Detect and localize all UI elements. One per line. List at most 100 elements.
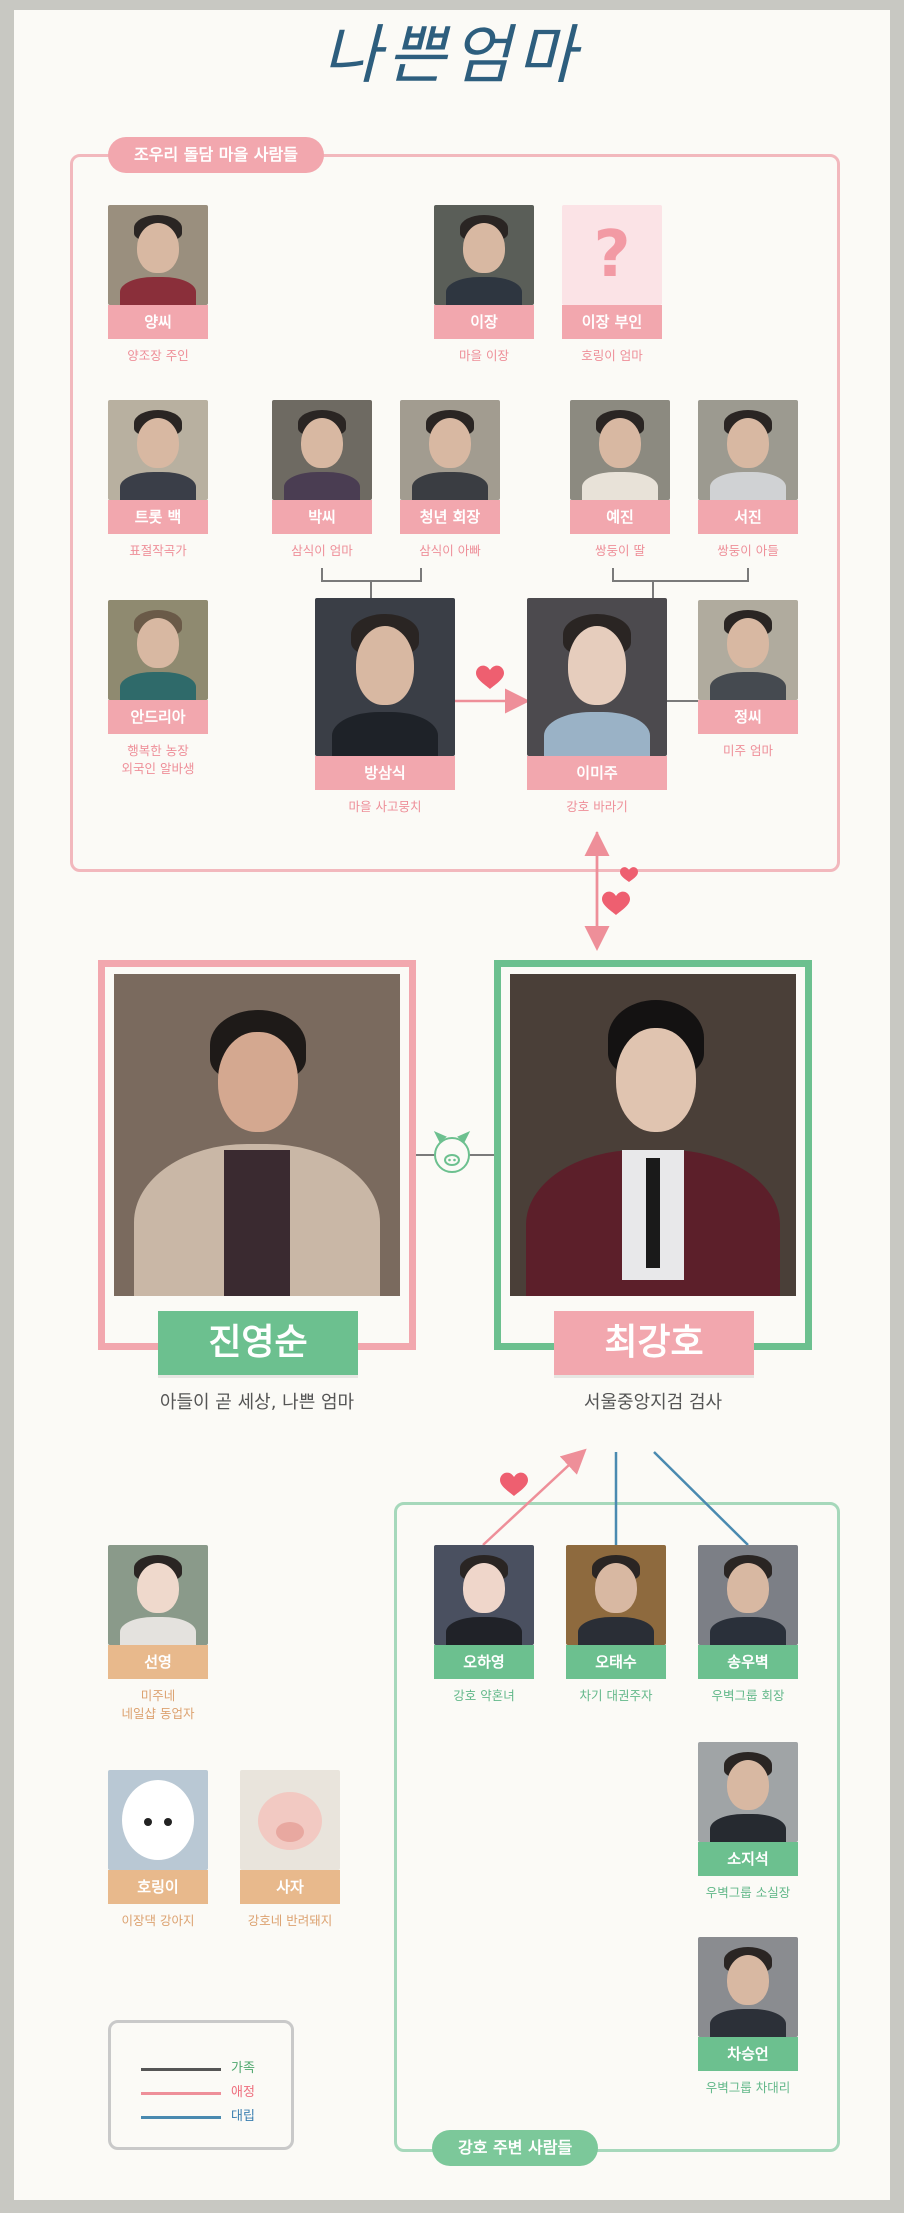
character-name: 선영 [108,1645,208,1679]
portrait-icon [510,974,796,1296]
legend-item-love: 애정 [141,2083,281,2103]
lead-name: 최강호 [554,1311,754,1375]
character-desc: 강호 약혼녀 [453,1688,515,1703]
portrait-icon [108,205,208,305]
character-card[interactable]: 차승언 우벽그룹 차대리 [698,1937,798,2097]
character-card[interactable]: 청년 회장 삼식이 아빠 [400,400,500,560]
lead-card-jin-youngsoon[interactable]: 진영순 아들이 곧 세상, 나쁜 엄마 [98,960,416,1413]
character-desc: 미주 엄마 [723,743,773,758]
character-desc: 마을 이장 [459,348,509,363]
heart-icon [500,1472,528,1496]
character-name: 오태수 [566,1645,666,1679]
character-name: 박씨 [272,500,372,534]
portrait-icon [315,598,455,756]
character-name: 청년 회장 [400,500,500,534]
character-card[interactable]: 소지석 우벽그룹 소실장 [698,1742,798,1902]
portrait-icon [434,1545,534,1645]
character-desc: 우벽그룹 소실장 [705,1885,791,1900]
character-desc: 마을 사고뭉치 [348,799,422,814]
character-name: 방삼식 [315,756,455,790]
character-desc: 강호 바라기 [566,799,628,814]
character-desc: 삼식이 아빠 [419,543,481,558]
pig-photo-icon [240,1770,340,1870]
lead-desc: 아들이 곧 세상, 나쁜 엄마 [159,1392,355,1413]
heart-icon [476,665,504,689]
character-desc: 강호네 반려돼지 [247,1913,333,1928]
character-card[interactable]: 선영 미주네 네일샵 동업자 [108,1545,208,1723]
character-desc: 우벽그룹 차대리 [705,2080,791,2095]
lead-desc: 서울중앙지검 검사 [583,1392,723,1413]
character-card[interactable]: 양씨 양조장 주인 [108,205,208,365]
lead-name: 진영순 [158,1311,358,1375]
family-line-twins [612,568,749,582]
village-frame [70,154,840,872]
character-card[interactable]: 박씨 삼식이 엄마 [272,400,372,560]
character-name: 호링이 [108,1870,208,1904]
portrait-icon [698,400,798,500]
love-line-hayoung-kangho [482,1448,587,1546]
character-card[interactable]: 트롯 백 표절작곡가 [108,400,208,560]
question-mark-icon: ? [562,205,662,305]
character-card[interactable]: 송우벽 우벽그룹 회장 [698,1545,798,1705]
character-desc: 미주네 네일샵 동업자 [121,1688,195,1721]
character-name: 소지석 [698,1842,798,1876]
character-card[interactable]: 오태수 차기 대권주자 [566,1545,666,1705]
character-desc: 호링이 엄마 [581,348,643,363]
kangho-label: 강호 주변 사람들 [432,2130,599,2166]
character-name: 서진 [698,500,798,534]
character-desc: 쌍둥이 딸 [595,543,645,558]
character-card[interactable]: 오하영 강호 약혼녀 [434,1545,534,1705]
dog-icon [108,1770,208,1870]
character-desc: 표절작곡가 [129,543,187,558]
character-card[interactable]: 방삼식 마을 사고뭉치 [315,598,455,816]
portrait-icon [698,1742,798,1842]
portrait-icon [272,400,372,500]
portrait-icon [400,400,500,500]
character-card[interactable]: 안드리아 행복한 농장 외국인 알바생 [108,600,208,778]
character-card[interactable]: 예진 쌍둥이 딸 [570,400,670,560]
character-desc: 우벽그룹 회장 [711,1688,785,1703]
character-card[interactable]: ? 이장 부인 호링이 엄마 [562,205,662,365]
character-name: 트롯 백 [108,500,208,534]
character-desc: 행복한 농장 외국인 알바생 [121,743,195,776]
character-name: 예진 [570,500,670,534]
page-title: 나쁜엄마 [322,19,582,93]
heart-icon [620,867,638,882]
legend-item-conflict: 대립 [141,2107,281,2127]
portrait-icon [527,598,667,756]
character-desc: 쌍둥이 아들 [717,543,779,558]
character-card[interactable]: 정씨 미주 엄마 [698,600,798,760]
portrait-icon [114,974,400,1296]
character-name: 사자 [240,1870,340,1904]
heart-icon [602,891,630,915]
pig-icon [433,1130,471,1173]
legend-item-family: 가족 [141,2059,281,2079]
conflict-line-woobyeok [653,1451,749,1546]
portrait-icon [108,400,208,500]
portrait-icon [698,1545,798,1645]
character-name: 이장 [434,305,534,339]
character-name: 오하영 [434,1645,534,1679]
conflict-lines [614,1451,749,1546]
portrait-icon [698,1937,798,2037]
character-card[interactable]: 이미주 강호 바라기 [527,598,667,816]
character-name: 안드리아 [108,700,208,734]
character-name: 이장 부인 [562,305,662,339]
character-name: 이미주 [527,756,667,790]
portrait-icon [698,600,798,700]
character-card[interactable]: 호링이 이장댁 강아지 [108,1770,208,1930]
lead-card-choi-kangho[interactable]: 최강호 서울중앙지검 검사 [494,960,812,1413]
character-desc: 삼식이 엄마 [291,543,353,558]
character-desc: 이장댁 강아지 [121,1913,195,1928]
character-card[interactable]: 이장 마을 이장 [434,205,534,365]
love-lines [455,688,610,1546]
character-name: 차승언 [698,2037,798,2071]
village-label: 조우리 돌담 마을 사람들 [108,137,324,173]
character-name: 양씨 [108,305,208,339]
character-card[interactable]: 서진 쌍둥이 아들 [698,400,798,560]
character-card[interactable]: 사자 강호네 반려돼지 [240,1770,340,1930]
character-desc: 양조장 주인 [127,348,189,363]
family-line-samsik-parents [321,568,422,582]
